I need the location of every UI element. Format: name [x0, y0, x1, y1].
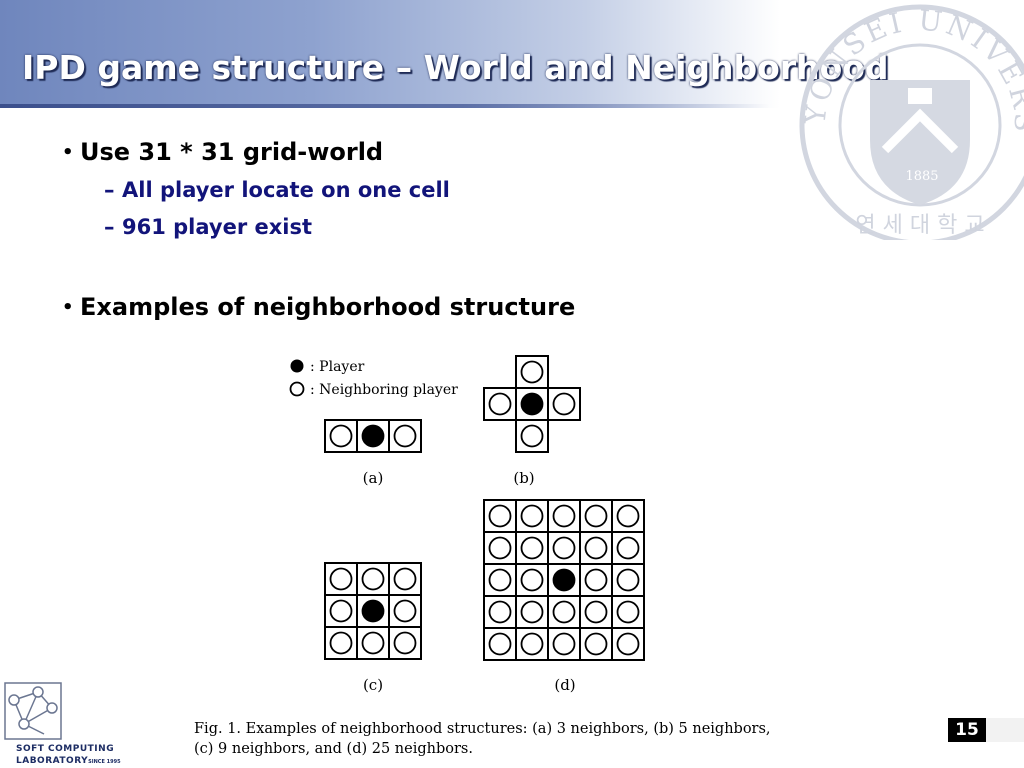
neighbor-circle-icon [584, 568, 608, 592]
seal-year: 1885 [905, 169, 938, 184]
player-dot-icon [361, 424, 385, 448]
bullet-neighborhood-examples: •Examples of neighborhood structure [62, 293, 576, 321]
panel-label-a: (a) [363, 469, 384, 487]
neighborhood-figure: : Player : Neighboring player (a) (b) (c… [289, 355, 645, 694]
neighbor-circle-icon [520, 632, 544, 656]
player-dot-icon [361, 599, 385, 623]
sub-bullet-one-cell: –All player locate on one cell [104, 178, 450, 202]
player-dot-icon [552, 568, 576, 592]
page-number-bar [986, 718, 1024, 742]
figure-legend: : Player : Neighboring player [289, 359, 458, 398]
legend-player-label: : Player [310, 359, 365, 375]
neighbor-circle-icon [361, 631, 385, 655]
soft-computing-lab-logo-icon [4, 682, 62, 740]
neighbor-circle-icon [616, 568, 640, 592]
neighbor-circle-icon [488, 504, 512, 528]
player-dot-icon [290, 359, 304, 373]
university-seal-watermark: YONSEI UNIVERSITY 1885 연 세 대 학 교 [790, 0, 1024, 240]
neighbor-circle-icon [616, 632, 640, 656]
neighbor-circle-icon [616, 536, 640, 560]
neighbor-circle-icon [361, 567, 385, 591]
neighbor-circle-icon [329, 424, 353, 448]
neighbor-circle-icon [584, 600, 608, 624]
sub-bullet-961-players: –961 player exist [104, 215, 313, 239]
bullet-dot: • [62, 297, 74, 318]
neighbor-circle-icon [393, 567, 417, 591]
caption-line-1: Fig. 1. Examples of neighborhood structu… [194, 721, 771, 737]
neighbor-circle-icon [488, 536, 512, 560]
neighbor-circle-icon [329, 599, 353, 623]
neighbor-circle-icon [520, 424, 544, 448]
neighbor-circle-icon [520, 360, 544, 384]
neighbor-circle-icon [520, 504, 544, 528]
neighbor-circle-icon [520, 600, 544, 624]
neighbor-circle-icon [488, 600, 512, 624]
figure-caption: Fig. 1. Examples of neighborhood structu… [194, 719, 771, 759]
neighbor-circle-icon [329, 631, 353, 655]
panel-label-d: (d) [554, 676, 575, 694]
neighbor-circle-icon [488, 632, 512, 656]
neighbor-circle-icon [393, 631, 417, 655]
neighbor-circle-icon [393, 424, 417, 448]
title-underline [0, 104, 770, 108]
neighbor-circle-icon [552, 536, 576, 560]
neighbor-circle-icon [552, 392, 576, 416]
neighbor-circle-icon [488, 392, 512, 416]
legend-neighbor-label: : Neighboring player [310, 382, 458, 398]
panel-label-c: (c) [363, 676, 383, 694]
slide-title: IPD game structure – World and Neighborh… [22, 48, 889, 87]
neighbor-circle-icon [329, 567, 353, 591]
neighbor-circle-icon [393, 599, 417, 623]
panel-label-b: (b) [513, 469, 534, 487]
neighbor-circle-icon [552, 600, 576, 624]
seal-korean-text: 연 세 대 학 교 [855, 213, 984, 238]
neighbor-circle-icon [616, 600, 640, 624]
bullet-grid-world: •Use 31 * 31 grid-world [62, 138, 384, 166]
neighbor-circle-icon [520, 536, 544, 560]
neighbor-circle-icon [584, 536, 608, 560]
title-band [0, 0, 780, 108]
bullet-dot: • [62, 142, 74, 163]
neighborhood-grids [324, 355, 645, 661]
neighbor-circle-icon [552, 632, 576, 656]
neighbor-circle-icon [616, 504, 640, 528]
neighbor-circle-icon [488, 568, 512, 592]
caption-line-2: (c) 9 neighbors, and (d) 25 neighbors. [194, 741, 473, 757]
player-dot-icon [520, 392, 544, 416]
neighbor-circle-icon [520, 568, 544, 592]
neighbor-circle-icon [584, 632, 608, 656]
neighbor-circle-icon [584, 504, 608, 528]
lab-name: SOFT COMPUTING LABORATORYSINCE 1995 [16, 744, 121, 766]
neighbor-circle-icon [552, 504, 576, 528]
page-number: 15 [948, 718, 986, 742]
neighbor-circle-icon [289, 381, 305, 397]
